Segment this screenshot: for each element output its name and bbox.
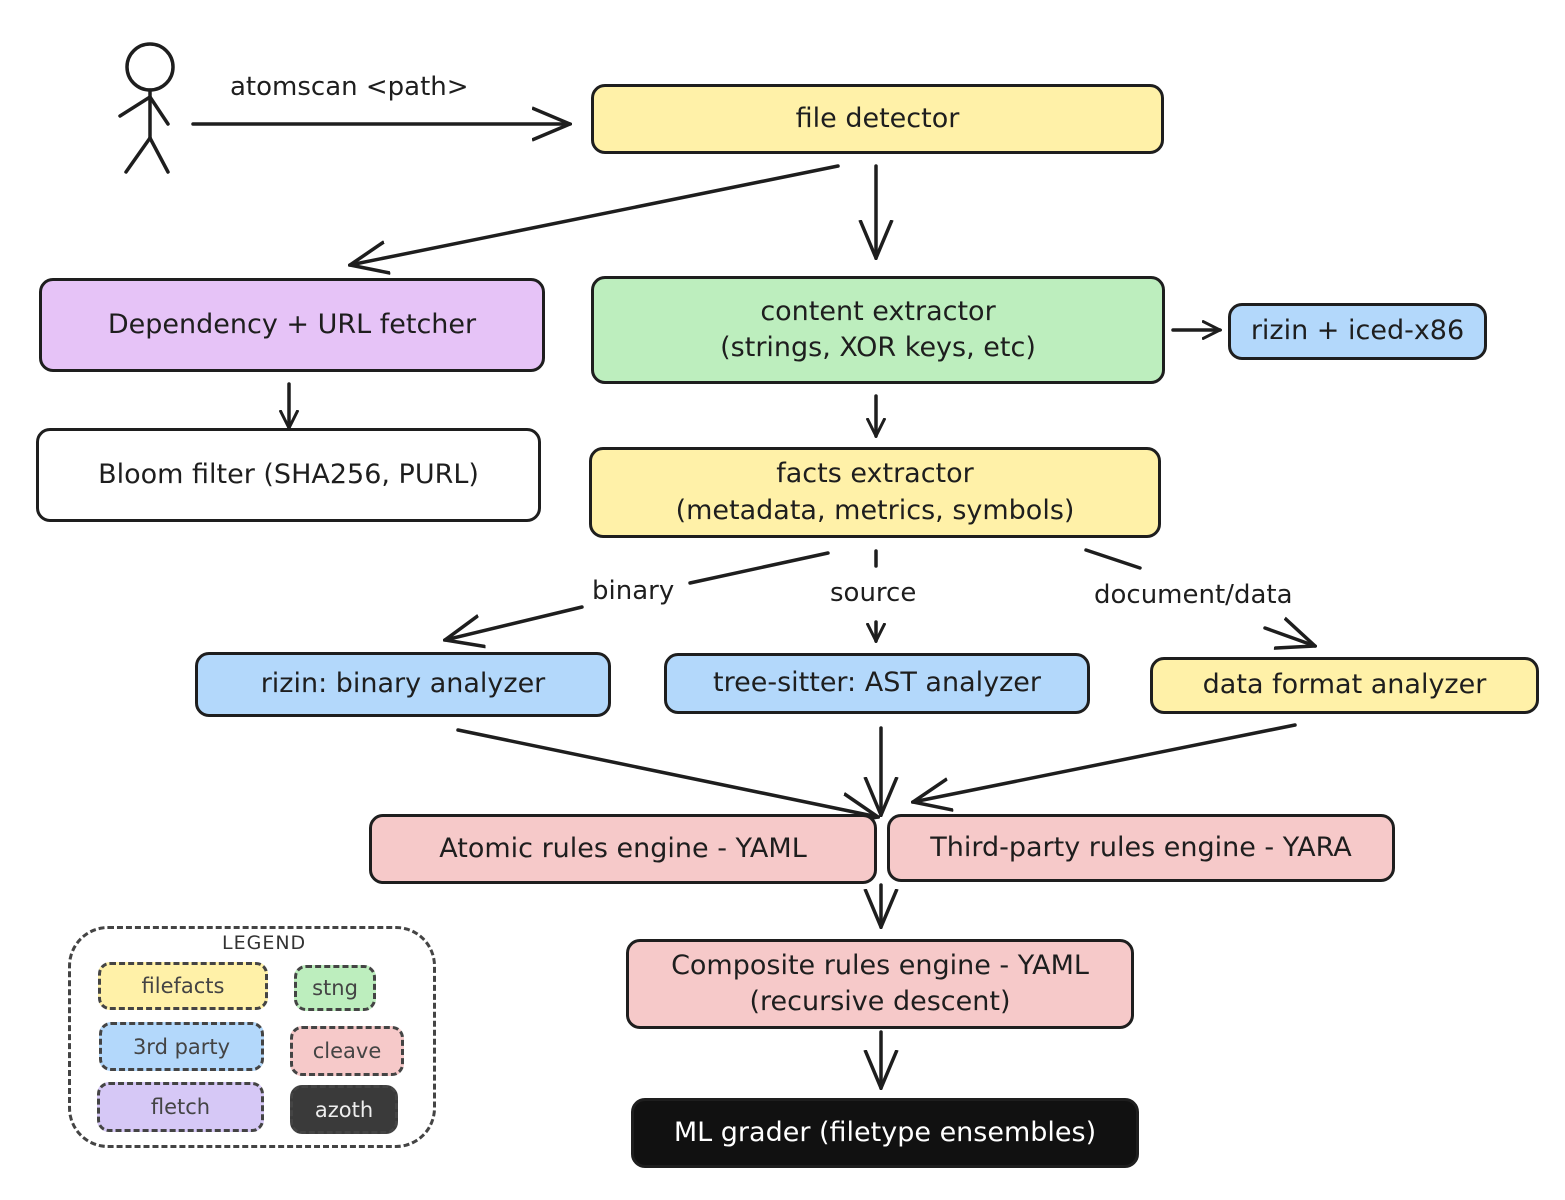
legend-item-label: azoth [314,1097,374,1122]
binary-analyzer-node[interactable]: rizin: binary analyzer [195,652,611,717]
legend-item-label: fletch [150,1095,211,1119]
file-detector-node[interactable]: file detector [591,84,1164,154]
dependency-fetcher-label: Dependency + URL fetcher [107,308,477,340]
edge-facts-binary-a [688,551,830,585]
edge-label-source: source [826,578,921,608]
content-extractor-title: content extractor [760,295,996,327]
binary-analyzer-label: rizin: binary analyzer [260,668,546,700]
edge-label-document: document/data [1090,580,1297,610]
legend-title: LEGEND [222,932,307,954]
legend-item-label: filefacts [141,974,225,998]
edge-facts-binary-b [445,605,584,640]
ml-grader-node[interactable]: ML grader (filetype ensembles) [631,1098,1139,1168]
legend-item-cleave: cleave [290,1026,404,1076]
rizin-iced-node[interactable]: rizin + iced-x86 [1228,303,1487,360]
edge-binary-to-rules [456,728,878,817]
atomic-rules-label: Atomic rules engine - YAML [439,832,807,864]
file-detector-label: file detector [795,102,960,134]
composite-rules-node[interactable]: Composite rules engine - YAML (recursive… [626,939,1134,1029]
legend [68,926,436,1148]
legend-item-label: cleave [312,1039,382,1063]
legend-item-3rd-party: 3rd party [99,1022,264,1071]
facts-extractor-title: facts extractor [776,458,974,490]
edge-detector-to-fetcher [350,164,840,265]
edge-data-to-rules [913,723,1297,802]
content-extractor-subtitle: (strings, XOR keys, etc) [720,332,1036,363]
composite-rules-title: Composite rules engine - YAML [671,949,1089,981]
command-label: atomscan <path> [226,72,473,102]
dependency-fetcher-node[interactable]: Dependency + URL fetcher [39,278,545,372]
edge-facts-document-a [1084,548,1142,570]
ast-analyzer-label: tree-sitter: AST analyzer [713,667,1041,699]
legend-item-label: 3rd party [132,1034,231,1059]
atomic-rules-node[interactable]: Atomic rules engine - YAML [369,814,877,884]
facts-extractor-subtitle: (metadata, metrics, symbols) [675,494,1075,526]
bloom-filter-node[interactable]: Bloom filter (SHA256, PURL) [36,428,541,522]
legend-item-filefacts: filefacts [98,962,268,1010]
legend-item-stng: stng [294,965,376,1011]
legend-item-azoth: azoth [290,1085,398,1134]
bloom-filter-label: Bloom filter (SHA256, PURL) [98,458,479,490]
content-extractor-node[interactable]: content extractor (strings, XOR keys, et… [591,276,1165,384]
edge-label-binary: binary [588,576,679,606]
data-format-analyzer-node[interactable]: data format analyzer [1150,657,1539,714]
stick-figure-icon [118,42,175,174]
composite-rules-subtitle: (recursive descent) [749,986,1011,1017]
ast-analyzer-node[interactable]: tree-sitter: AST analyzer [664,653,1090,714]
data-format-analyzer-label: data format analyzer [1202,669,1487,701]
facts-extractor-node[interactable]: facts extractor (metadata, metrics, symb… [589,447,1161,538]
legend-item-fletch: fletch [97,1082,264,1132]
rizin-iced-label: rizin + iced-x86 [1250,315,1465,347]
ml-grader-label: ML grader (filetype ensembles) [673,1116,1097,1148]
edge-facts-document-b [1263,628,1315,646]
third-party-rules-node[interactable]: Third-party rules engine - YARA [887,814,1395,882]
third-party-rules-label: Third-party rules engine - YARA [930,831,1352,863]
legend-item-label: stng [312,976,358,1000]
